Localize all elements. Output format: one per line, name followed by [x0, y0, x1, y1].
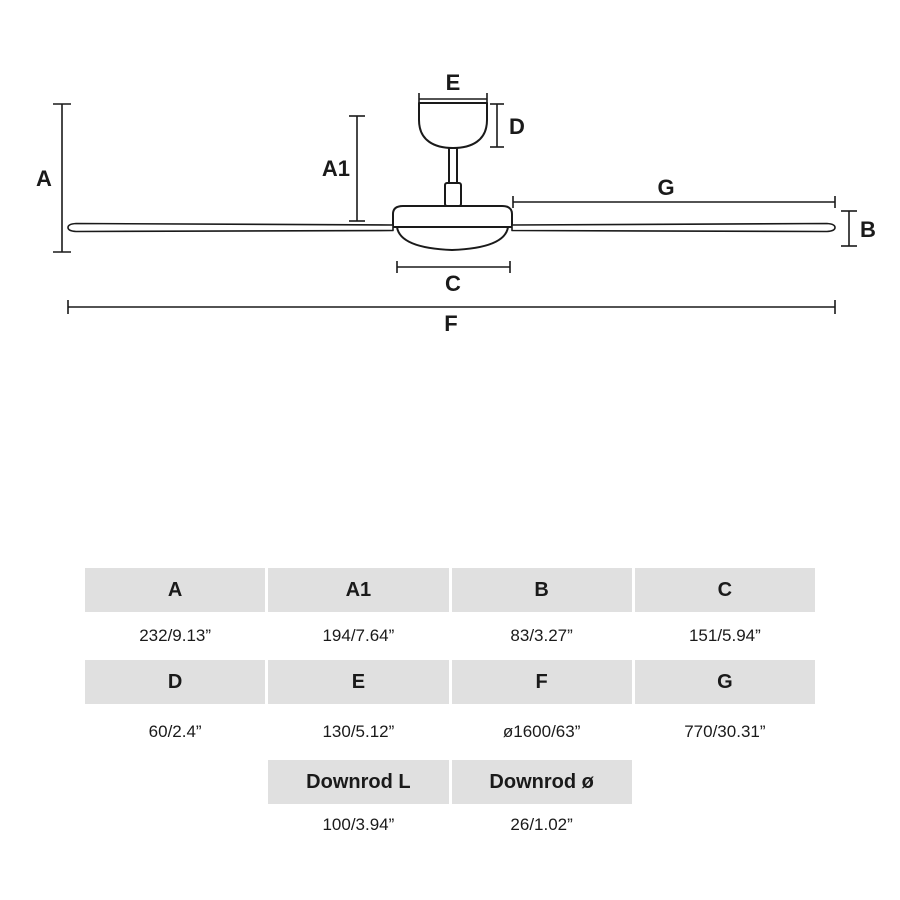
- table-header-E: E: [268, 660, 449, 704]
- table-header-downrod-diameter: Downrod ø: [451, 760, 632, 804]
- table-header-A: A: [85, 568, 266, 612]
- dim-line-E: [418, 93, 488, 105]
- canopy-shape: [418, 102, 488, 149]
- table-header-G: G: [634, 660, 815, 704]
- dimensions-table: A A1 B C 232/9.13” 194/7.64” 83/3.27” 15…: [85, 568, 815, 846]
- table-value-A: 232/9.13”: [85, 612, 266, 660]
- fan-dimension-diagram: A A1 E D G B C F: [36, 70, 876, 336]
- table-header-D: D: [85, 660, 266, 704]
- dim-label-G: G: [657, 175, 674, 200]
- table-value-E: 130/5.12”: [268, 704, 449, 760]
- table-value-C: 151/5.94”: [634, 612, 815, 660]
- dim-line-D: [490, 103, 504, 148]
- dim-label-D: D: [509, 114, 525, 139]
- dim-label-F: F: [444, 311, 457, 336]
- table-header-F: F: [451, 660, 632, 704]
- dimension-labels: A A1 E D G B C F: [36, 70, 876, 336]
- fan-drawing: [67, 102, 836, 251]
- dim-label-E: E: [446, 70, 461, 95]
- table-header-C: C: [634, 568, 815, 612]
- left-blade: [67, 222, 394, 233]
- table-value-downrod-diameter: 26/1.02”: [451, 804, 632, 846]
- right-blade: [511, 222, 836, 233]
- table-value-B: 83/3.27”: [451, 612, 632, 660]
- light-lens: [396, 226, 509, 251]
- dimension-lines: [53, 93, 857, 314]
- table-value-downrod-length: 100/3.94”: [268, 804, 449, 846]
- dim-line-F: [67, 300, 836, 314]
- dim-label-B: B: [860, 217, 876, 242]
- motor-housing: [392, 205, 513, 228]
- table-value-D: 60/2.4”: [85, 704, 266, 760]
- table-value-F: ø1600/63”: [451, 704, 632, 760]
- table-header-A1: A1: [268, 568, 449, 612]
- table-header-downrod-length: Downrod L: [268, 760, 449, 804]
- dim-line-B: [841, 210, 857, 247]
- dim-line-A: [53, 103, 71, 253]
- dim-label-C: C: [445, 271, 461, 296]
- dim-label-A: A: [36, 166, 52, 191]
- dim-line-G: [512, 196, 836, 208]
- table-value-G: 770/30.31”: [634, 704, 815, 760]
- dim-line-A1: [349, 115, 365, 222]
- dim-line-C: [396, 261, 511, 273]
- downrod-coupler: [444, 182, 462, 207]
- table-header-B: B: [451, 568, 632, 612]
- dim-label-A1: A1: [322, 156, 350, 181]
- table-value-A1: 194/7.64”: [268, 612, 449, 660]
